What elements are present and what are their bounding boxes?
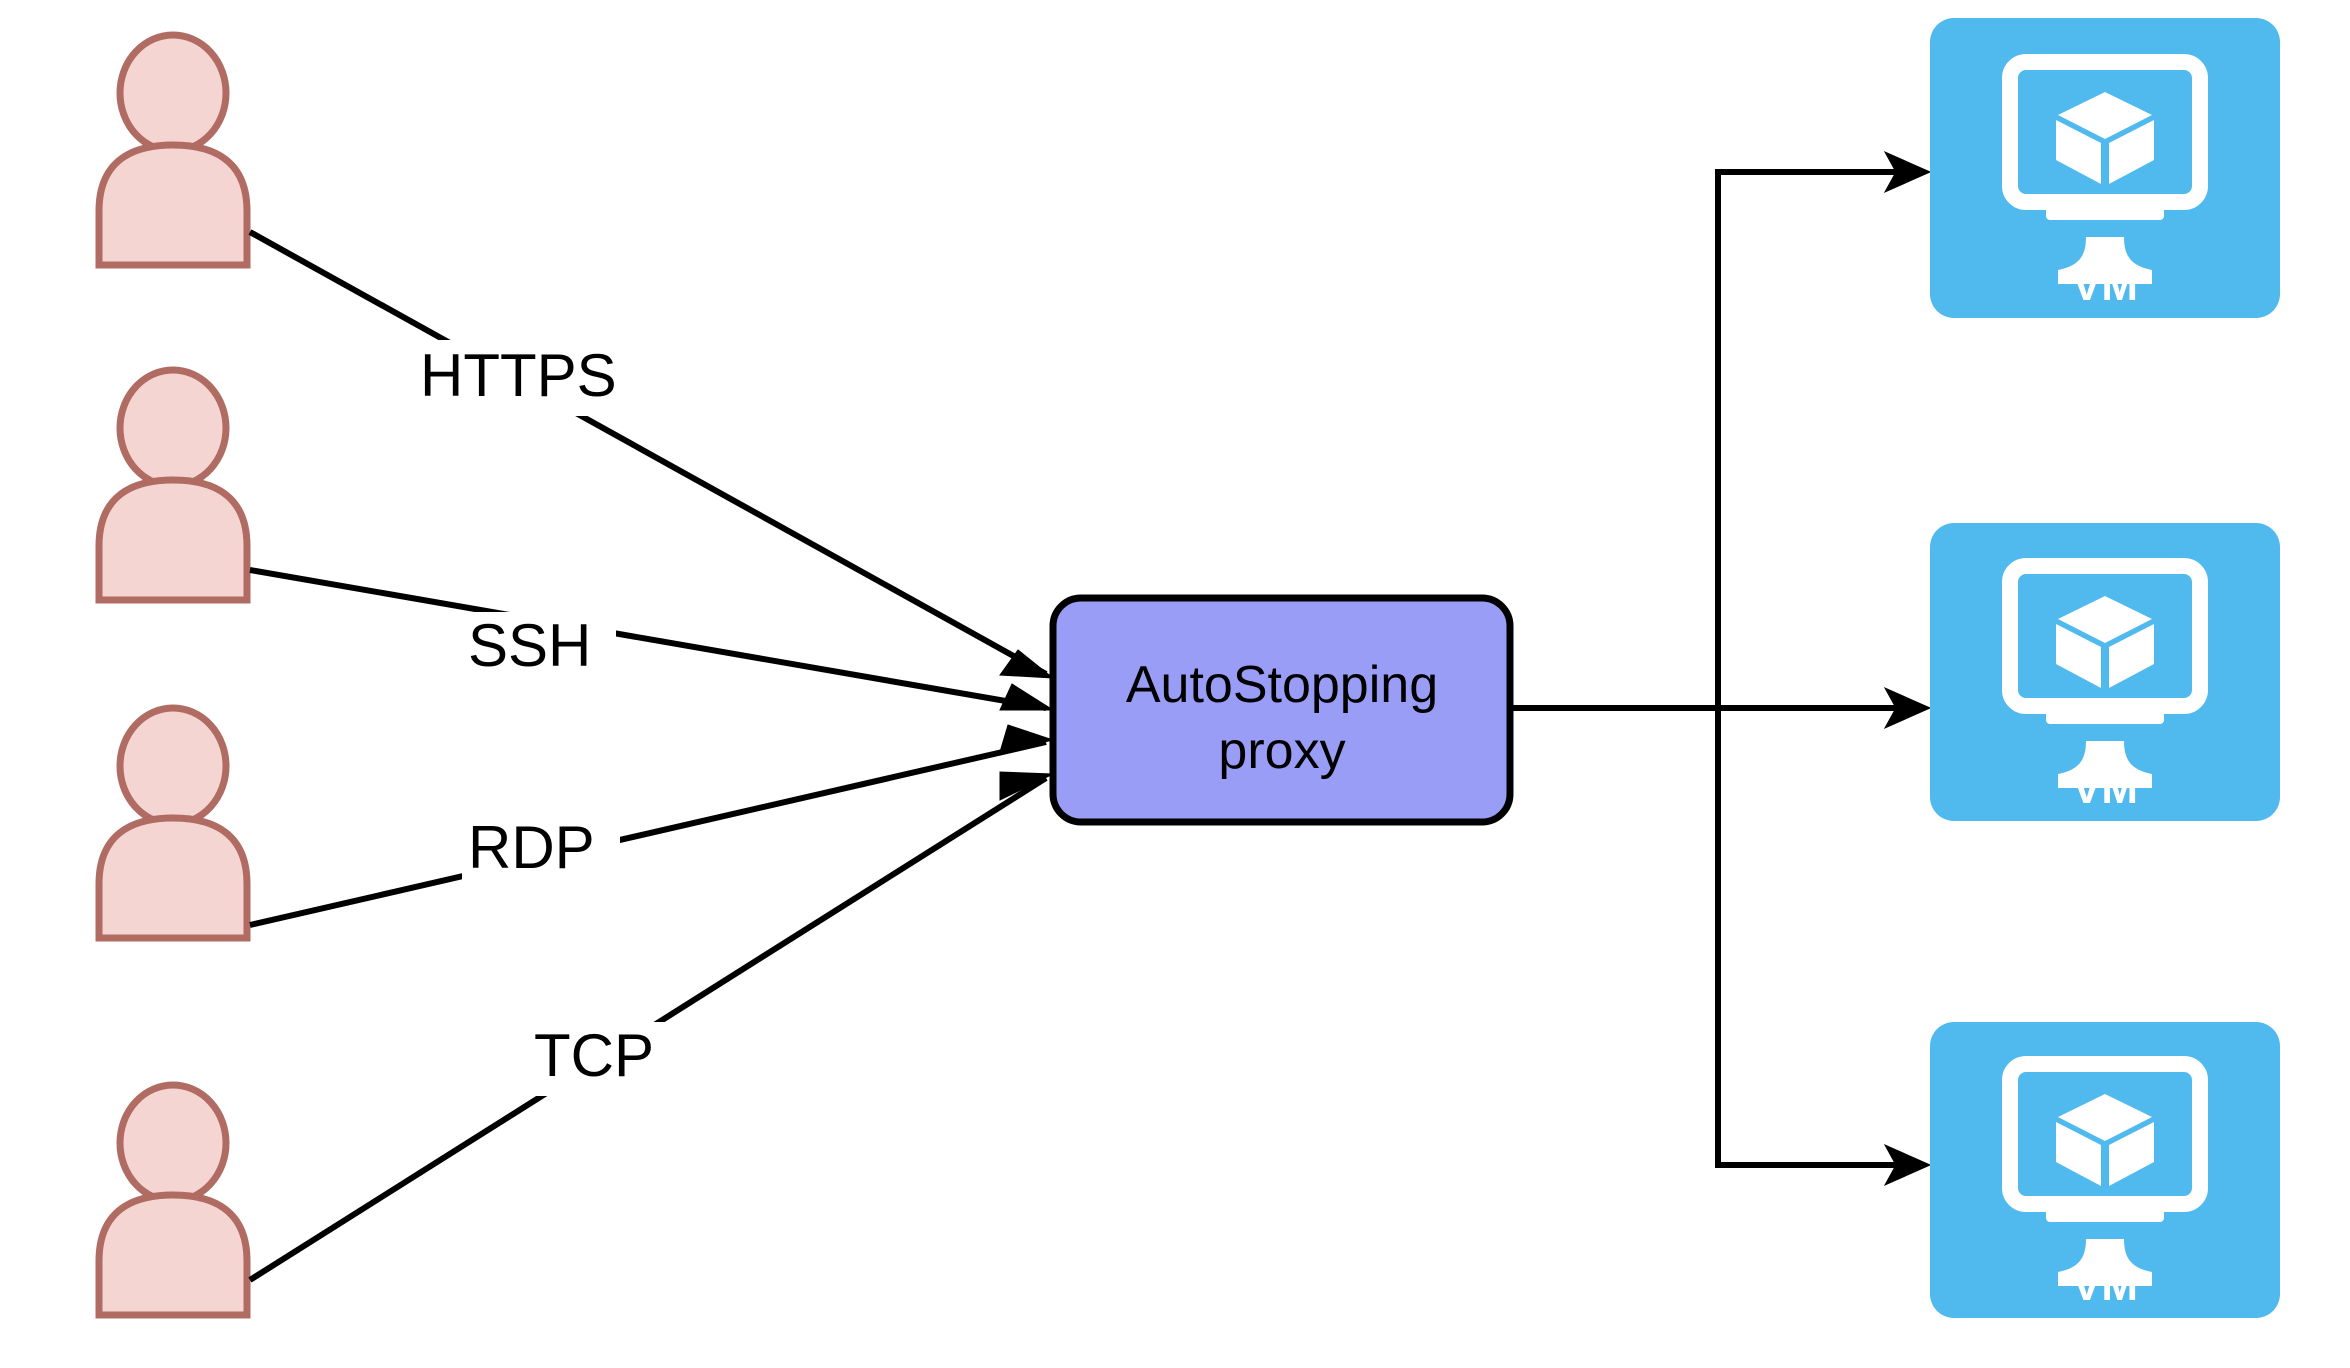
edge-ssh — [249, 567, 1055, 711]
proxy-to-vm-bus — [1510, 150, 1932, 1187]
arrowhead-vm-2 — [1883, 686, 1932, 730]
edge-https — [248, 229, 1055, 679]
arrowhead-https — [999, 649, 1055, 679]
edge-label-tcp: TCP — [528, 1022, 676, 1096]
arrowhead-vm-3 — [1883, 1143, 1932, 1187]
arrowhead-rdp — [999, 724, 1055, 753]
proxy-label-line2: proxy — [1218, 722, 1345, 780]
edge-rdp — [249, 724, 1055, 928]
vm-card-2[interactable]: VM — [1930, 523, 2280, 821]
arrowhead-ssh — [999, 683, 1055, 711]
proxy-label-line1: AutoStopping — [1126, 656, 1438, 714]
vm-card-3[interactable]: VM — [1930, 1022, 2280, 1318]
vm-card-1-label: VM — [2072, 261, 2138, 310]
edge-label-rdp: RDP — [462, 814, 620, 889]
autostopping-proxy-node[interactable]: AutoStopping proxy — [1049, 594, 1514, 826]
edge-label-https-text: HTTPS — [420, 342, 617, 409]
actor-4[interactable] — [99, 1085, 247, 1315]
edge-label-rdp-text: RDP — [468, 814, 595, 881]
edge-label-ssh-text: SSH — [468, 612, 591, 679]
actor-2[interactable] — [99, 370, 247, 600]
vm-card-2-label: VM — [2072, 764, 2138, 813]
edge-label-https: HTTPS — [415, 340, 637, 416]
actor-1[interactable] — [99, 35, 247, 265]
vm-card-3-label: VM — [2072, 1261, 2138, 1310]
edge-label-ssh: SSH — [462, 612, 616, 686]
vm-card-1[interactable]: VM — [1930, 18, 2280, 318]
actor-3[interactable] — [99, 708, 247, 938]
arrowhead-tcp — [999, 771, 1054, 801]
edge-label-tcp-text: TCP — [534, 1022, 654, 1089]
arrowhead-vm-1 — [1883, 150, 1932, 194]
